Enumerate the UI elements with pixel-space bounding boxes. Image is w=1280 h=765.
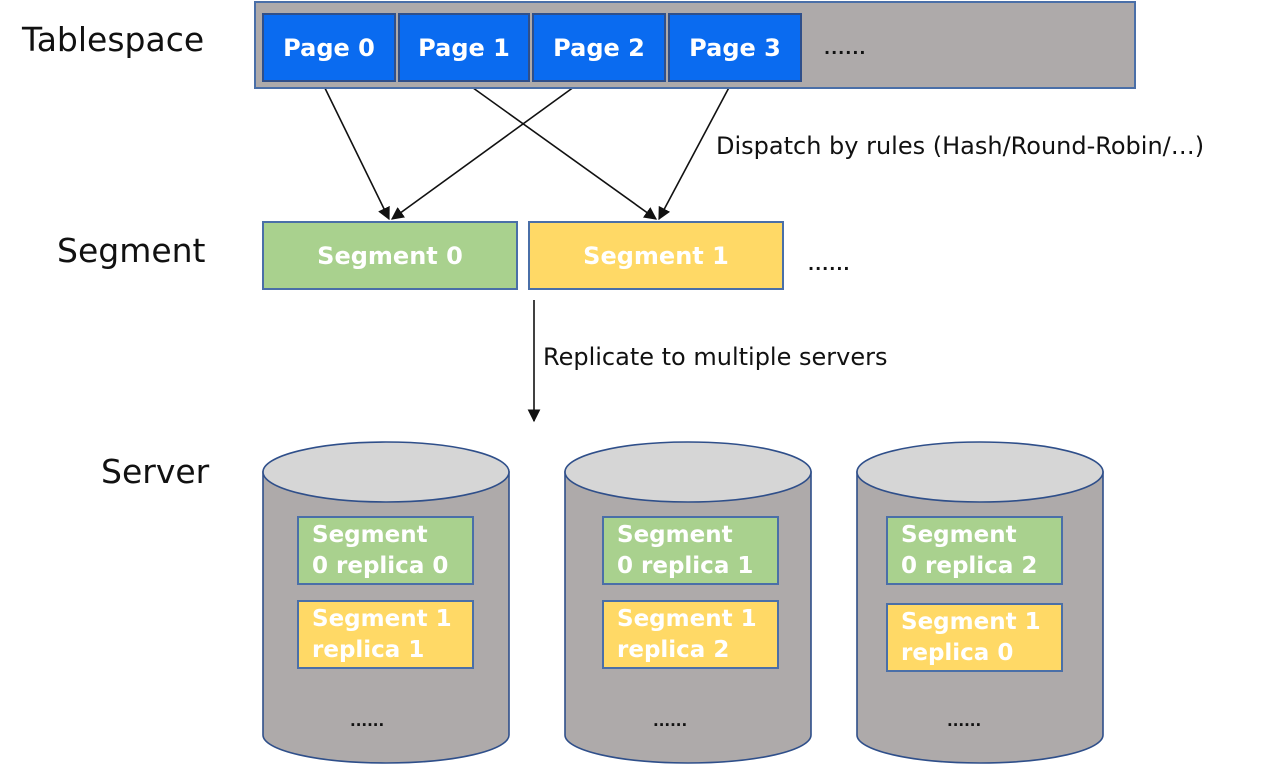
page-1-box: Page 1 [398,13,530,82]
replica-line2: 0 replica 2 [901,553,1038,580]
replica-line1: Segment 1 [312,606,452,632]
server-2-replica-segment0: Segment 0 replica 2 [886,516,1063,585]
segment-1-box: Segment 1 [528,221,784,290]
page-0-box: Page 0 [262,13,396,82]
replicate-note: Replicate to multiple servers [543,343,888,371]
segments-more-ellipsis: ...... [808,255,851,274]
arrow-page3-to-segment1 [658,79,734,221]
replica-line1: Segment 1 [617,606,757,632]
server-2-more-ellipsis: ...... [947,712,982,730]
server-label: Server [101,452,210,491]
replica-line2: 0 replica 0 [312,553,449,580]
server-0-replica-segment1: Segment 1 replica 1 [297,600,474,669]
page-2-box: Page 2 [532,13,666,82]
arrow-page0-to-segment0 [320,79,390,221]
replica-line2: replica 0 [901,640,1014,667]
replica-line2: replica 2 [617,637,730,664]
tablespace-bar: Page 0 Page 1 Page 2 Page 3 ...... [254,1,1136,89]
tablespace-label: Tablespace [22,20,205,59]
dispatch-note: Dispatch by rules (Hash/Round-Robin/…) [716,132,1205,160]
arrow-page1-to-segment1 [461,79,658,220]
replica-line2: 0 replica 1 [617,553,754,580]
replica-line1: Segment 1 [901,609,1041,635]
server-0-more-ellipsis: ...... [350,712,385,730]
server-2-replica-segment1: Segment 1 replica 0 [886,603,1063,672]
segment-label: Segment [57,231,206,270]
arrow-page2-to-segment0 [390,83,579,220]
page-3-box: Page 3 [668,13,802,82]
segment-0-box: Segment 0 [262,221,518,290]
replica-line2: replica 1 [312,637,425,664]
server-1-more-ellipsis: ...... [653,712,688,730]
replica-line1: Segment [617,522,733,548]
replica-line1: Segment [901,522,1017,548]
server-1-replica-segment1: Segment 1 replica 2 [602,600,779,669]
server-0-replica-segment0: Segment 0 replica 0 [297,516,474,585]
server-1-replica-segment0: Segment 0 replica 1 [602,516,779,585]
pages-more-ellipsis: ...... [824,39,867,58]
replica-line1: Segment [312,522,428,548]
